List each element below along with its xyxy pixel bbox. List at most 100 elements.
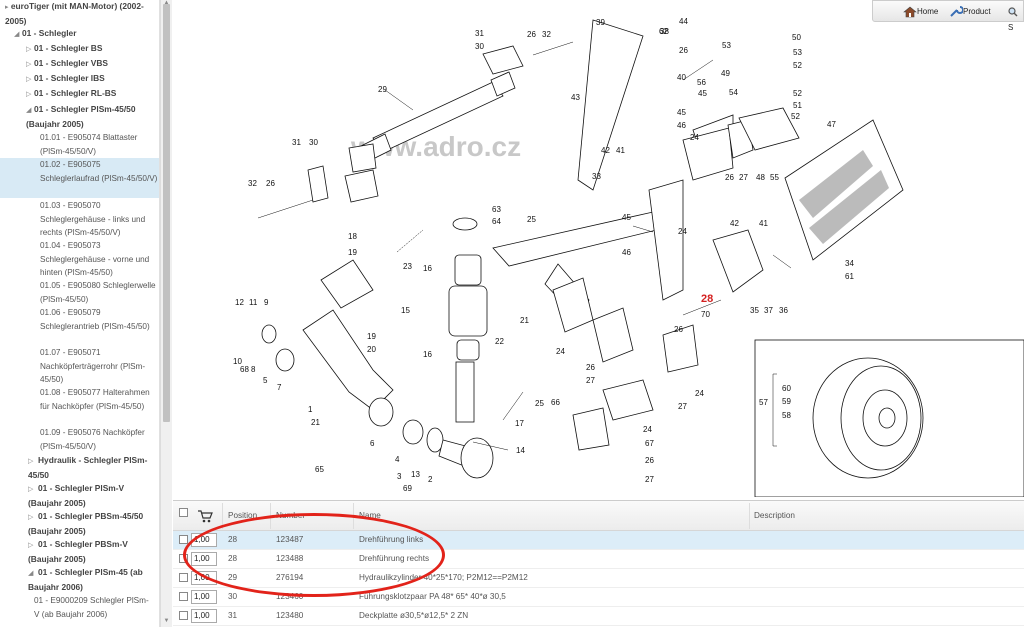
- table-row[interactable]: 1,00 29 276194 Hydraulikzylinder 40*25*1…: [173, 569, 1024, 588]
- part-label: 18: [348, 232, 357, 241]
- tree-leaf-01-09[interactable]: 01.09 - E905076 Nachköpfer (PlSm-45/50/V…: [40, 428, 145, 451]
- tree-item-ibs[interactable]: ▷01 - Schlegler IBS: [26, 73, 105, 83]
- part-label: 52: [793, 89, 802, 98]
- column-header-number[interactable]: Number: [276, 511, 306, 520]
- tree-item-label: 01 - Schlegler IBS: [34, 73, 105, 83]
- table-row[interactable]: 1,00 28 123487 Drehführung links: [173, 531, 1024, 550]
- part-label: 31: [292, 138, 301, 147]
- highlighted-part-label[interactable]: 28: [701, 293, 713, 305]
- part-label: 40: [677, 73, 686, 82]
- tree-item-vbs[interactable]: ▷01 - Schlegler VBS: [26, 58, 109, 68]
- tree-item-plsm-45-50[interactable]: ◢01 - Schlegler PlSm-45/50 (Baujahr 2005…: [26, 104, 136, 129]
- part-label: 38: [660, 27, 669, 36]
- column-header-name[interactable]: Name: [359, 511, 381, 520]
- part-label: 51: [793, 101, 802, 110]
- part-label: 48: [756, 173, 765, 182]
- tree-leaf-01-05[interactable]: 01.05 - E905080 Schleglerwelle (PlSm-45/…: [40, 281, 156, 304]
- part-label: 26: [645, 456, 654, 465]
- tree-item-bs[interactable]: ▷01 - Schlegler BS: [26, 43, 103, 53]
- row-checkbox[interactable]: [179, 535, 188, 544]
- select-all-checkbox[interactable]: [179, 508, 188, 517]
- part-label: 2: [428, 475, 433, 484]
- scroll-down-arrow-icon[interactable]: ▼: [163, 618, 170, 624]
- tree-item-hydraulik[interactable]: ▷Hydraulik - Schlegler PlSm-45/50: [28, 455, 148, 480]
- scroll-up-arrow-icon[interactable]: ▲: [163, 0, 170, 6]
- tree-item-plsm-45[interactable]: ◢01 - Schlegler PlSm-45 (ab Baujahr 2006…: [28, 567, 143, 592]
- parts-table: Position Number Name Description 1,00 28…: [173, 500, 1024, 627]
- part-label: 20: [367, 345, 376, 354]
- part-label: 30: [475, 42, 484, 51]
- part-label: 33: [592, 172, 601, 181]
- row-checkbox[interactable]: [179, 573, 188, 582]
- part-label: 30: [309, 138, 318, 147]
- part-label: 26: [527, 30, 536, 39]
- tree-item-pbsm-v[interactable]: ▷01 - Schlegler PBSm-V (Baujahr 2005): [28, 539, 128, 564]
- quantity-input[interactable]: 1,00: [191, 571, 217, 585]
- sidebar-scrollbar[interactable]: ▲ ▼: [160, 0, 172, 627]
- part-label: 32: [248, 179, 257, 188]
- tree-leaf-01-07[interactable]: 01.07 - E905071 Nachköpferträgerrohr (Pl…: [40, 348, 146, 384]
- row-checkbox[interactable]: [179, 554, 188, 563]
- part-label: 21: [520, 316, 529, 325]
- warning-sign-part: [784, 119, 904, 261]
- column-header-description[interactable]: Description: [754, 511, 795, 520]
- tree-item-label: 01 - Schlegler PlSm-45 (ab Baujahr 2006): [28, 567, 143, 592]
- tree-leaf-01-01[interactable]: 01.01 - E905074 Blattaster (PlSm-45/50/V…: [40, 133, 138, 156]
- home-button[interactable]: Home: [903, 4, 938, 20]
- tree-item-rl-bs[interactable]: ▷01 - Schlegler RL-BS: [26, 88, 117, 98]
- part-label: 29: [378, 85, 387, 94]
- part-label: 42: [601, 146, 610, 155]
- tree-leaf-01-08[interactable]: 01.08 - E905077 Halterahmen für Nachköpf…: [40, 388, 150, 411]
- table-row[interactable]: 1,00 30 123460 Führungsklotzpaar PA 48* …: [173, 588, 1024, 607]
- part-label: 27: [739, 173, 748, 182]
- part-label: 25: [527, 215, 536, 224]
- cell-name: Drehführung rechts: [359, 554, 430, 563]
- tree-item-label: 01 - Schlegler PBSm-45/50 (Baujahr 2005): [28, 511, 144, 536]
- part-label: 45: [677, 108, 686, 117]
- part-label: 70: [701, 310, 710, 319]
- cart-icon[interactable]: [197, 509, 213, 525]
- tree-leaf-01-06[interactable]: 01.06 - E905079 Schleglerantrieb (PlSm-4…: [40, 308, 150, 331]
- part-label: 7: [277, 383, 282, 392]
- part-label: 24: [695, 389, 704, 398]
- part-label: 57: [759, 398, 768, 407]
- cell-position: 31: [228, 611, 238, 620]
- home-icon: [903, 6, 917, 18]
- part-label: 19: [348, 248, 357, 257]
- part-label: 47: [827, 120, 836, 129]
- tree-item-pbsm-45-50[interactable]: ▷01 - Schlegler PBSm-45/50 (Baujahr 2005…: [28, 511, 144, 536]
- part-label: 42: [730, 219, 739, 228]
- tree-item-plsm-v[interactable]: ▷01 - Schlegler PlSm-V (Baujahr 2005): [28, 483, 125, 508]
- quantity-input[interactable]: 1,00: [191, 609, 217, 623]
- row-checkbox[interactable]: [179, 592, 188, 601]
- table-row[interactable]: 1,00 31 123480 Deckplatte ø30,5*ø12,5* 2…: [173, 607, 1024, 626]
- tree-root-item[interactable]: ▸ euroTiger (mit MAN-Motor) (2002-2005): [5, 1, 144, 26]
- part-label: 16: [423, 350, 432, 359]
- product-button[interactable]: Product: [949, 4, 991, 20]
- part-label: 9: [264, 298, 269, 307]
- part-label: 35: [750, 306, 759, 315]
- part-label: 54: [729, 88, 738, 97]
- tree-leaf-e9000209[interactable]: 01 - E9000209 Schlegler PlSm-V (ab Bauja…: [34, 596, 149, 619]
- search-button[interactable]: S: [1008, 4, 1023, 32]
- quantity-input[interactable]: 1,00: [191, 552, 217, 566]
- cell-position: 29: [228, 573, 238, 582]
- tree-leaf-01-03[interactable]: 01.03 - E905070 Schleglergehäuse - links…: [40, 201, 146, 237]
- quantity-input[interactable]: 1,00: [191, 533, 217, 547]
- diagram-canvas: www.adro.cz: [233, 17, 1024, 498]
- tree-group-schlegler[interactable]: ◢01 - Schlegler: [14, 28, 77, 38]
- tree-leaf-01-04[interactable]: 01.04 - E905073 Schleglergehäuse - vorne…: [40, 241, 150, 277]
- table-header: Position Number Name Description: [173, 501, 1024, 531]
- table-row[interactable]: 1,00 28 123488 Drehführung rechts: [173, 550, 1024, 569]
- cell-position: 28: [228, 554, 238, 563]
- part-label: 26: [674, 325, 683, 334]
- tree-leaf-01-02-selected[interactable]: 01.02 - E905075 Schleglerlaufrad (PlSm-4…: [0, 158, 159, 198]
- part-label: 69: [403, 484, 412, 493]
- quantity-input[interactable]: 1,00: [191, 590, 217, 604]
- row-checkbox[interactable]: [179, 611, 188, 620]
- part-label: 10: [233, 357, 242, 366]
- scrollbar-thumb[interactable]: [163, 4, 170, 422]
- part-label: 56: [697, 78, 706, 87]
- column-header-position[interactable]: Position: [228, 511, 258, 520]
- part-label: 53: [722, 41, 731, 50]
